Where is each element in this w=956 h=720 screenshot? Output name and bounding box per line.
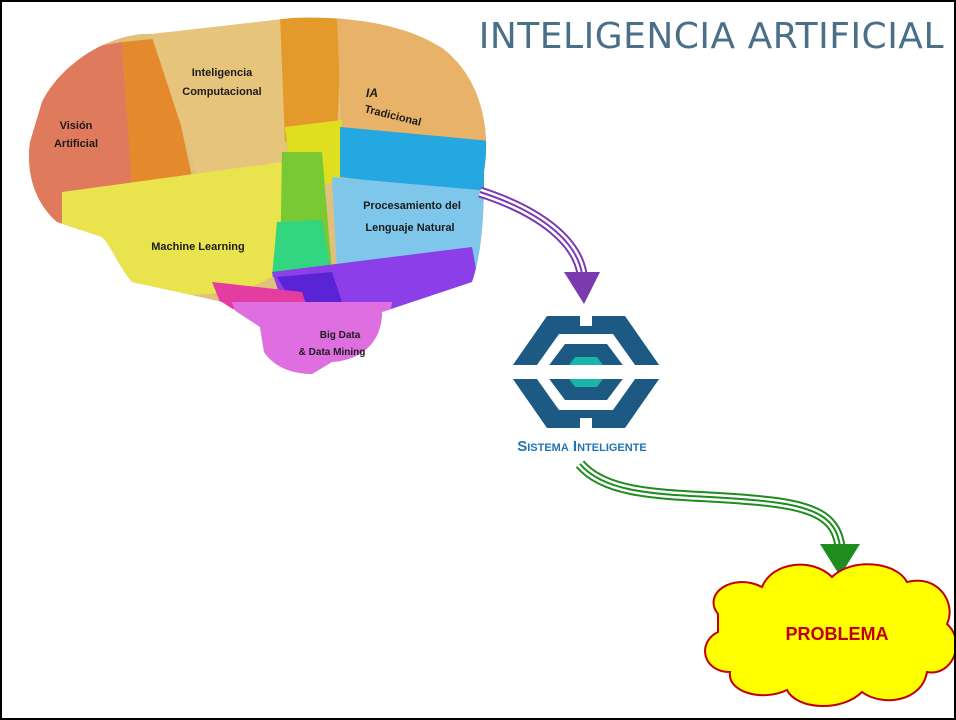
region-bigdata xyxy=(232,302,392,374)
label-bigdata-1: Big Data xyxy=(320,330,361,341)
label-pln-1: Procesamiento del xyxy=(363,200,461,212)
arrowhead-purple xyxy=(564,272,600,304)
label-tradicional-1: IA xyxy=(366,86,378,100)
slide-title: INTELIGENCIA ARTIFICIAL xyxy=(478,16,944,57)
arrowhead-green xyxy=(820,544,860,576)
brain-illustration: Visión Artificial Inteligencia Computaci… xyxy=(29,17,487,374)
label-computacional-1: Inteligencia xyxy=(192,67,253,79)
region-orange-vertical xyxy=(280,17,342,142)
label-vision-1: Visión xyxy=(60,120,93,132)
hexagon-logo-icon xyxy=(498,310,674,434)
system-label: Sistema Inteligente xyxy=(517,438,647,455)
region-computacional xyxy=(147,17,287,174)
region-green-2 xyxy=(272,220,332,277)
label-ml: Machine Learning xyxy=(151,241,245,253)
problem-cloud xyxy=(704,563,954,707)
arrow-brain-to-system xyxy=(478,186,600,304)
arrow-system-to-problem xyxy=(575,460,860,576)
label-pln-2: Lenguaje Natural xyxy=(365,222,454,234)
region-orange-band xyxy=(122,38,192,187)
label-vision-2: Artificial xyxy=(54,138,98,150)
problem-label: PROBLEMA xyxy=(785,624,889,644)
label-computacional-2: Computacional xyxy=(182,86,261,98)
label-bigdata-2: & Data Mining xyxy=(299,347,366,358)
region-blue xyxy=(340,127,487,197)
